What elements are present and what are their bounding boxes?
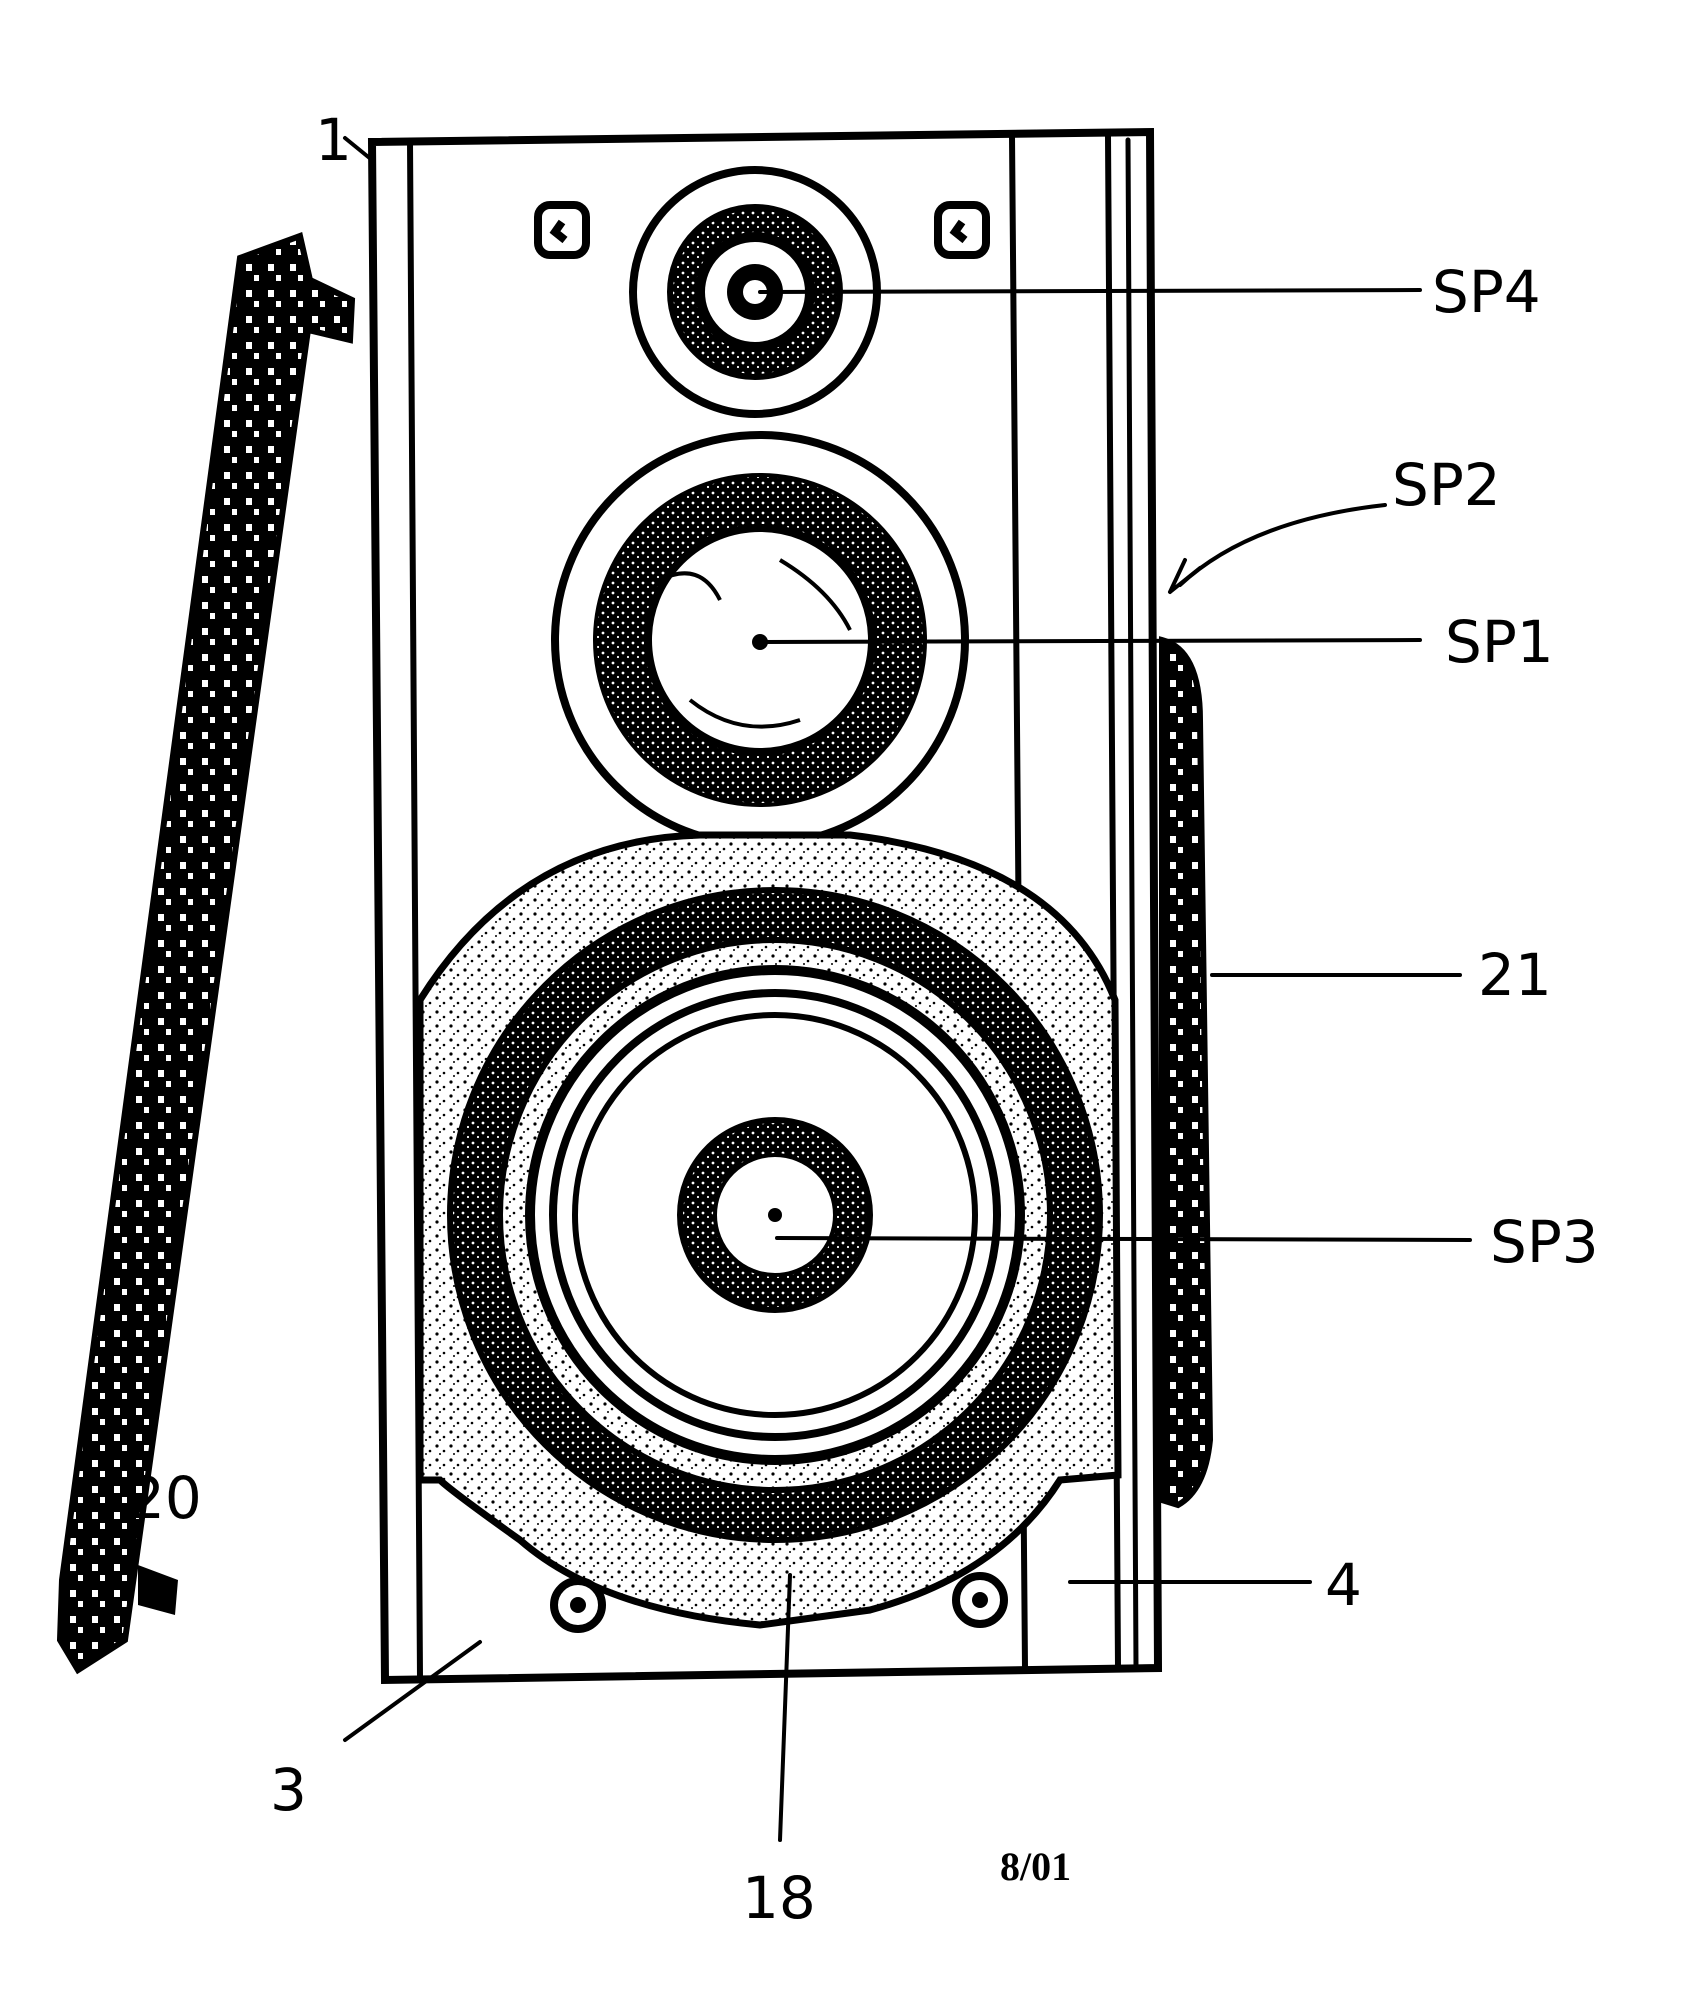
label-side-panel: 21: [1478, 941, 1552, 1009]
top-screw-left: [534, 201, 590, 259]
top-screw-right: [934, 201, 990, 259]
leader-18: [778, 1573, 792, 1842]
leader-sp4: [758, 288, 1422, 294]
leader-sp2: [1178, 503, 1387, 587]
woofer-driver: [447, 887, 1103, 1543]
leader-3: [343, 1640, 482, 1742]
label-port: 18: [742, 1864, 816, 1932]
arrow-sp2: [1168, 558, 1202, 594]
tweeter: [629, 166, 881, 418]
label-woofer: SP3: [1490, 1208, 1599, 1276]
right-side-grille: [1159, 636, 1214, 1509]
bottom-screw-left: [550, 1577, 606, 1633]
left-side-grille: [56, 232, 356, 1675]
leader-lines: [343, 136, 1472, 1842]
label-cabinet: 1: [315, 106, 352, 174]
label-side-grille: 20: [128, 1464, 202, 1532]
leader-sp3: [775, 1236, 1472, 1242]
bottom-screw-right: [952, 1572, 1008, 1628]
label-tweeter: SP4: [1432, 258, 1541, 326]
label-mid-cone: SP1: [1445, 608, 1554, 676]
midrange-driver: [551, 431, 969, 849]
leader-sp1: [760, 638, 1422, 644]
page-number: 8/01: [1000, 1844, 1071, 1889]
label-left-strip: 3: [270, 1756, 307, 1824]
leader-1: [343, 136, 374, 162]
label-right-strip: 4: [1325, 1551, 1362, 1619]
label-mid-outer: SP2: [1392, 451, 1501, 519]
